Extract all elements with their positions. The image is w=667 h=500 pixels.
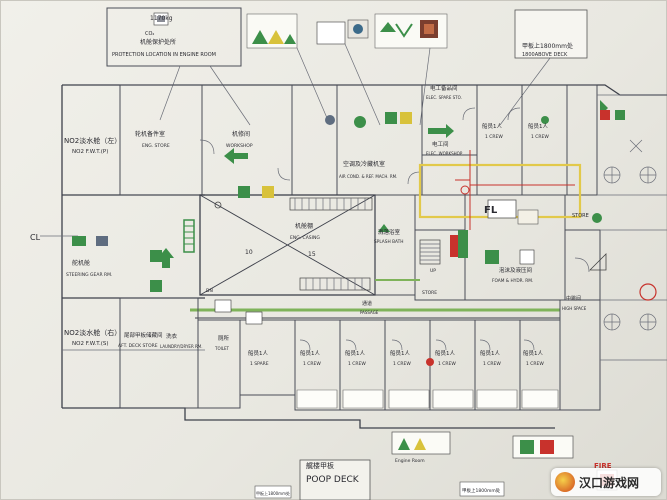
legend-title-cn: 机舱保护处所 <box>140 38 176 46</box>
cabin-6-cn: 船员1人 <box>480 349 500 357</box>
bottom-note-mid: 甲板上1800mm处 <box>462 487 501 494</box>
eng-store-cn: 轮机备件室 <box>135 130 165 138</box>
cabin-3-cn: 船员1人 <box>345 349 365 357</box>
workshop-cn: 机修间 <box>232 130 250 138</box>
legend-title-en: PROTECTION LOCATION IN ENGINE ROOM <box>112 52 216 58</box>
passage-en: PASSAGE <box>360 310 379 315</box>
cabin-2-en: 1 CREW <box>303 361 321 367</box>
right-deck <box>574 94 667 361</box>
engine-casing <box>199 194 376 296</box>
cabin-2-cn: 船员1人 <box>300 349 320 357</box>
hull-outline <box>40 43 667 429</box>
cabin-1-en: 1 SPARE <box>250 361 269 367</box>
mark-10: 10 <box>245 249 253 256</box>
lower-cabins <box>119 297 601 411</box>
fwt-s-cn: NO2淡水舱（右） <box>64 328 121 337</box>
cabin-1-cn: 船员1人 <box>248 349 268 357</box>
elec-ws-cn: 电工间 <box>432 140 449 148</box>
bottom-note-left: 甲板上1800mm处 <box>256 490 290 496</box>
elec-spare-cn: 电工备品间 <box>430 84 458 92</box>
deck-note-cn: 甲板上1800mm处 <box>522 42 573 50</box>
laundry-cn: 洗衣 <box>166 332 178 340</box>
top-legend <box>106 7 242 67</box>
top-symbol-strip <box>246 9 588 59</box>
safety-symbols <box>72 110 625 366</box>
deck-note-en: 1800ABOVE DECK <box>522 52 568 58</box>
eng-store-en: ENG. STORE <box>142 143 170 149</box>
cabin-4-cn: 船员1人 <box>390 349 410 357</box>
store-center: STORE <box>422 290 437 296</box>
foam-cn: 泡沫及液压间 <box>499 266 532 274</box>
steering-cn: 舵机舱 <box>72 259 90 267</box>
watermark-text: 汉口游戏网 <box>579 475 640 490</box>
cabin-7-cn: 船员1人 <box>523 349 543 357</box>
passage-cn: 通道 <box>362 300 372 307</box>
crew-upper-1-en: 1 CREW <box>485 134 503 140</box>
crew-upper-2-cn: 船员1人 <box>528 122 548 130</box>
splash-cn: 溅落浴室 <box>378 228 401 236</box>
eng-casing-en: ENG. CASING <box>290 235 320 241</box>
elec-spare-en: ELEC. SPARE STO. <box>426 95 462 100</box>
cabin-5-en: 1 CREW <box>438 361 456 367</box>
cabin-5-cn: 船员1人 <box>435 349 455 357</box>
up-mark: UP <box>430 268 436 274</box>
fire-label: FIRE <box>594 462 612 470</box>
elec-ws-en: ELEC. WORKSHOP <box>426 151 463 156</box>
store-right: STORE <box>572 213 589 219</box>
mark-15: 15 <box>308 251 316 258</box>
crew-upper-1-cn: 船员1人 <box>482 122 502 130</box>
aft-store-en: AFT. DECK STORE <box>118 343 158 349</box>
fwt-s-en: NO2 F.W.T.(S) <box>72 341 109 347</box>
cabin-6-en: 1 CREW <box>483 361 501 367</box>
aircond-cn: 空调及冷藏机室 <box>343 160 385 168</box>
cabin-7-en: 1 CREW <box>526 361 544 367</box>
cabin-3-en: 1 CREW <box>348 361 366 367</box>
bottom-title-en: POOP DECK <box>306 475 360 485</box>
hp-store-cn: 中跳间 <box>566 295 581 302</box>
splash-en: SPLASH BATH <box>374 239 403 245</box>
aircond-en: AIR COND. & REF. MACH. RM. <box>339 174 397 179</box>
fwt-p-en: NO2 F.W.T.(P) <box>72 149 108 155</box>
laundry-en: LAUNDRY/DRYER RM. <box>160 344 203 349</box>
crew-upper-2-en: 1 CREW <box>531 134 549 140</box>
dn-mark: DN <box>206 288 213 294</box>
watermark-logo-icon <box>555 472 575 492</box>
steering-en: STEERING GEAR RM. <box>66 272 112 278</box>
legend-weight: 1170kg <box>150 15 173 22</box>
foam-en: FOAM & HYDR. RM. <box>492 278 533 284</box>
cl-label: CL <box>30 233 41 242</box>
cabin-4-en: 1 CREW <box>393 361 411 367</box>
fl-mark: FL <box>484 205 498 216</box>
toilet-en: TOILET <box>214 346 230 351</box>
watermark: 汉口游戏网 <box>551 468 661 496</box>
eng-casing-cn: 机舱棚 <box>295 222 313 230</box>
workshop-en: WORKSHOP <box>226 143 253 149</box>
aft-store-cn: 尾部甲板储藏间 <box>124 331 163 339</box>
engine-room-label: Engine Room <box>395 458 425 464</box>
labels: 1170kg CO₂ 机舱保护处所 PROTECTION LOCATION IN… <box>30 15 612 496</box>
legend-co2: CO₂ <box>145 31 154 37</box>
fwt-p-cn: NO2淡水舱（左） <box>64 136 121 145</box>
hp-store-en: HIGH SPACE <box>562 306 587 311</box>
toilet-cn: 厕所 <box>218 334 230 342</box>
bottom-title-cn: 艉楼甲板 <box>306 461 334 470</box>
